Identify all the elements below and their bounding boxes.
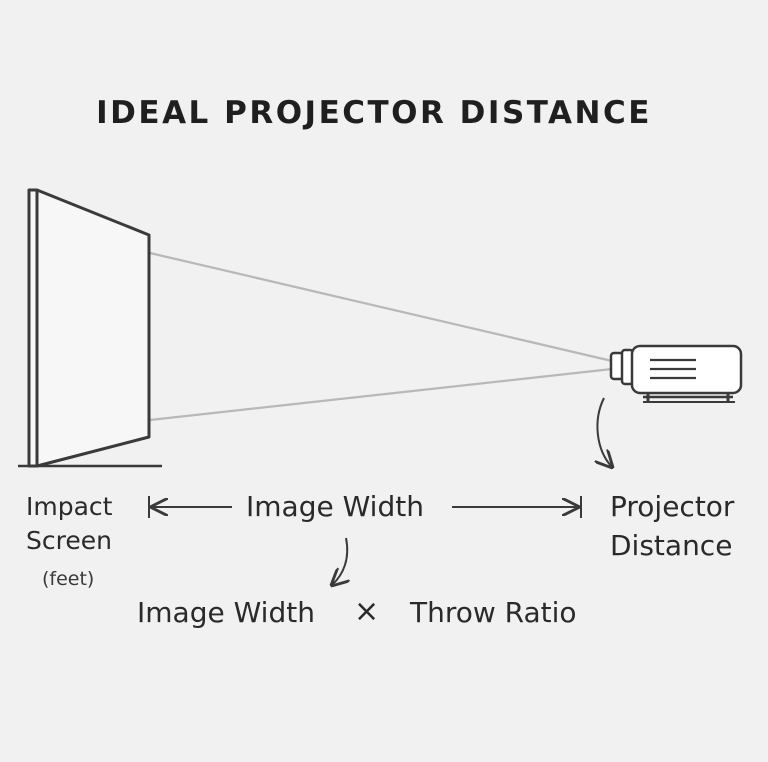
projector-distance-label-line1: Projector (610, 490, 735, 523)
image-width-label: Image Width (246, 490, 424, 523)
screen-label-line2: Screen (26, 526, 112, 555)
formula-throw-ratio: Throw Ratio (410, 596, 577, 629)
projector-screen-icon (18, 188, 162, 468)
curved-arrow-icon (332, 537, 347, 585)
projector-icon (609, 344, 743, 403)
screen-label-line1: Impact (26, 492, 113, 521)
dimension-arrow-icon (148, 496, 582, 518)
screen-unit-label: (feet) (42, 568, 95, 590)
curved-arrow-icon (597, 397, 612, 467)
projection-beam (149, 251, 613, 422)
projector-distance-label-line2: Distance (610, 529, 733, 562)
formula-image-width: Image Width (137, 596, 315, 629)
formula-multiply-operator: × (354, 594, 380, 629)
diagram-title: IDEAL PROJECTOR DISTANCE (96, 95, 652, 131)
